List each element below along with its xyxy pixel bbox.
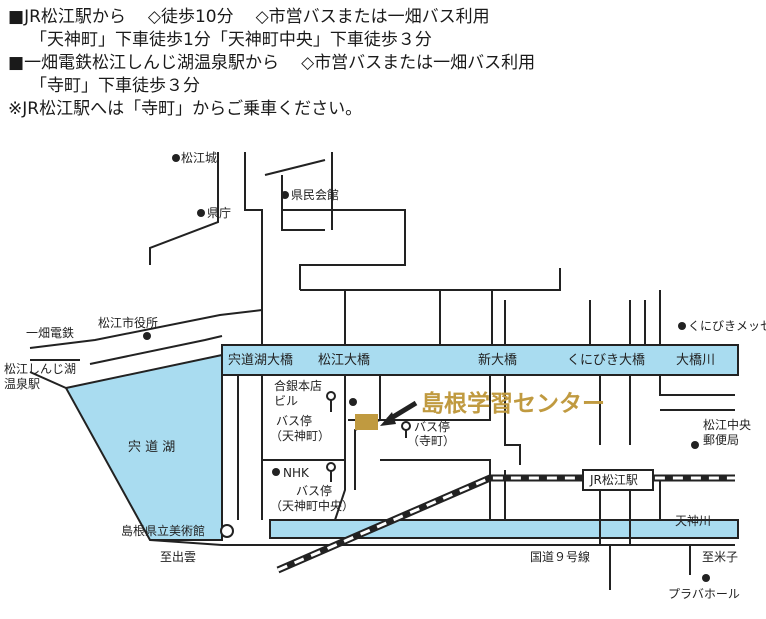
label-shinjiko-station-2: 温泉駅 <box>4 377 41 391</box>
nhk-dot <box>272 468 280 476</box>
arrow-icon <box>380 400 418 426</box>
label-to-izumo: 至出雲 <box>160 550 197 564</box>
bullet: ■ <box>8 53 25 73</box>
label-ohashi-river: 大橋川 <box>676 353 716 368</box>
label-matsue-castle: 松江城 <box>181 151 218 165</box>
gogin-dot <box>349 398 357 406</box>
jr-station-box <box>582 469 654 491</box>
label-jr-station: JR松江駅 <box>590 473 638 487</box>
directions-note: ※JR松江駅へは「寺町」からご乗車ください。 <box>8 99 363 119</box>
label-busstop-chuo-2: （天神町中央） <box>270 499 355 513</box>
ohashi-river <box>221 344 739 376</box>
label-to-yonago: 至米子 <box>702 550 739 564</box>
label-nhk: NHK <box>283 466 309 480</box>
destination-marker <box>355 414 378 430</box>
castle-dot <box>172 154 180 162</box>
label-shinjiko-ohashi: 宍道湖大橋 <box>228 353 294 368</box>
label-museum: 島根県立美術館 <box>121 524 206 538</box>
station-jr: JR松江駅から <box>24 7 126 27</box>
bullet: ■ <box>8 7 25 27</box>
label-busstop-tenjinmachi-2: （天神町） <box>270 429 331 443</box>
label-yubinkyoku-1: 松江中央 <box>703 418 752 432</box>
label-gogin-1: 合銀本店 <box>274 379 323 393</box>
destination-name: 島根学習センター <box>421 391 605 417</box>
tenjin-river <box>269 519 739 539</box>
label-busstop-teramachi-1: バス停 <box>414 420 451 434</box>
label-busstop-tenjinmachi-1: バス停 <box>276 414 313 428</box>
label-kencho: 県庁 <box>207 206 232 220</box>
bus-option: ◇市営バスまたは一畑バス利用 <box>301 53 536 73</box>
kenmin-dot <box>281 191 289 199</box>
directions-line-2: 「天神町」下車徒歩1分「天神町中央」下車徒歩３分 <box>30 30 432 50</box>
directions: ■JR松江駅から◇徒歩10分◇市営バスまたは一畑バス利用 「天神町」下車徒歩1分… <box>8 6 535 121</box>
label-busstop-chuo-1: バス停 <box>296 484 333 498</box>
station-ichibata: 一畑電鉄松江しんじ湖温泉駅から <box>24 53 280 73</box>
museum-dot <box>220 524 234 538</box>
label-route9: 国道９号線 <box>530 550 591 564</box>
label-lake: 宍 道 湖 <box>128 440 176 455</box>
walk-option: ◇徒歩10分 <box>147 7 234 27</box>
messe-dot <box>678 322 686 330</box>
directions-line-1: ■JR松江駅から ◇徒歩10分 ◇市営バスまたは一畑バス利用 <box>8 6 535 29</box>
label-gogin-2: ビル <box>274 394 299 408</box>
label-kunibiki-messe: くにびきメッセ <box>688 319 766 333</box>
label-tenjin-river: 天神川 <box>675 514 712 528</box>
label-matsue-ohashi: 松江大橋 <box>318 353 371 368</box>
label-plabaholl: プラバホール <box>668 587 740 601</box>
label-kunibiki-ohashi: くにびき大橋 <box>567 353 646 368</box>
directions-line-4: 「寺町」下車徒歩３分 <box>30 76 200 96</box>
kencho-dot <box>197 209 205 217</box>
bus-stop-icons <box>326 391 411 482</box>
lake-shinji <box>64 353 223 541</box>
shiyakusho-dot <box>143 332 151 340</box>
plaba-dot <box>702 574 710 582</box>
label-ichibata-line: 一畑電鉄 <box>26 326 75 340</box>
directions-line-3: ■一畑電鉄松江しんじ湖温泉駅から ◇市営バスまたは一畑バス利用 <box>8 52 535 75</box>
label-shin-ohashi: 新大橋 <box>478 353 518 368</box>
yubin-dot <box>691 441 699 449</box>
label-busstop-teramachi-2: （寺町） <box>407 434 456 448</box>
bus-option: ◇市営バスまたは一畑バス利用 <box>255 7 490 27</box>
label-shinjiko-station-1: 松江しんじ湖 <box>4 362 77 376</box>
label-yubinkyoku-2: 郵便局 <box>703 433 740 447</box>
landmark-dots <box>143 154 710 582</box>
label-shiyakusho: 松江市役所 <box>98 316 159 330</box>
label-kenmin-kaikan: 県民会館 <box>291 188 340 202</box>
